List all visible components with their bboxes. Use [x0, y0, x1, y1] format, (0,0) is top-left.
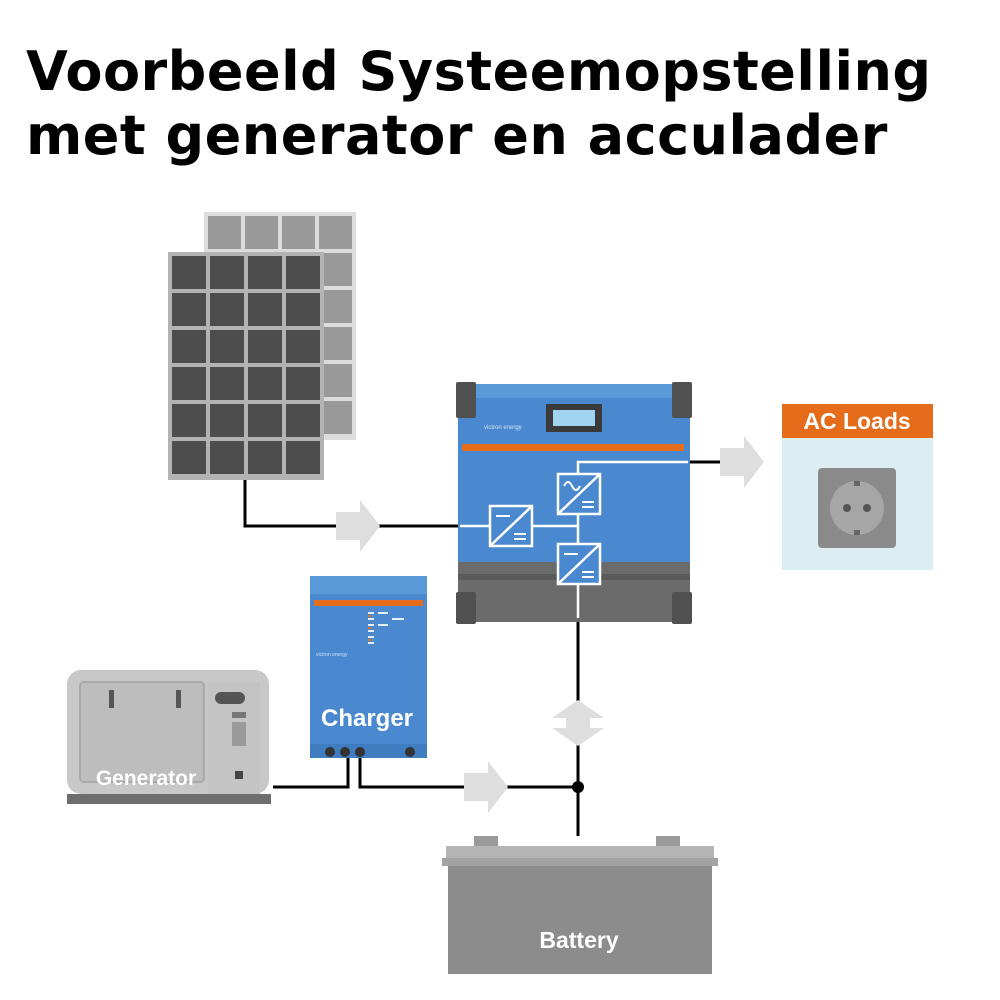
flow-arrow-icon — [336, 500, 380, 552]
page-title: Voorbeeld Systeemopstelling met generato… — [26, 40, 932, 168]
ac-loads: AC Loads — [782, 404, 933, 570]
generator-label: Generator — [96, 767, 196, 790]
ac-socket-icon — [818, 468, 896, 548]
solar-panel-icon — [168, 252, 324, 480]
battery-charger-icon: victron energy Charger — [310, 576, 427, 758]
wire-junction — [572, 781, 584, 793]
generator-icon: Generator — [67, 670, 271, 804]
battery-icon: Battery — [442, 836, 718, 974]
flow-arrow-icon — [720, 436, 764, 488]
svg-text:victron energy: victron energy — [316, 652, 348, 658]
title-line-1: Voorbeeld Systeemopstelling — [26, 40, 932, 103]
title-line-2: met generator en acculader — [26, 104, 888, 167]
svg-text:victron energy: victron energy — [484, 425, 522, 431]
ac-loads-label: AC Loads — [803, 408, 910, 434]
converter-block — [556, 472, 602, 516]
flow-arrow-icon — [552, 700, 604, 746]
battery-label: Battery — [539, 927, 618, 953]
flow-arrow-icon — [464, 761, 508, 813]
inverter-charger-icon: victron energy — [456, 382, 692, 624]
charger-label: Charger — [321, 705, 413, 732]
